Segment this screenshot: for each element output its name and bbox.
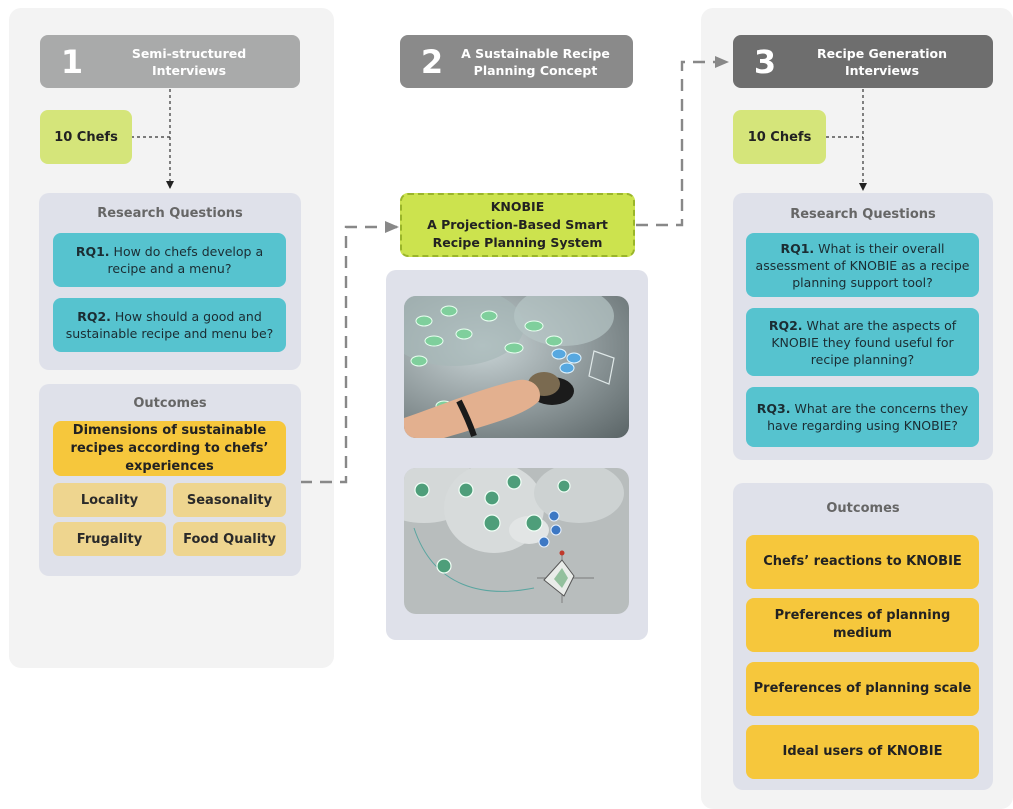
stage3-outcomes-title: Outcomes <box>826 501 900 516</box>
stage3-rq3: RQ3. What are the concerns they have reg… <box>746 387 979 447</box>
stage3-outcome-2: Preferences of planning medium <box>746 598 979 652</box>
rq-label: RQ2. <box>77 309 111 324</box>
rq-text: What is their overall assessment of KNOB… <box>755 240 970 290</box>
rq-text: What are the aspects of KNOBIE they foun… <box>771 317 957 367</box>
stage3-number: 3 <box>753 42 777 81</box>
stage3-title: Recipe Generation Interviews <box>816 45 948 78</box>
knobie-photo-interface <box>404 468 629 614</box>
stage3-outcome-4: Ideal users of KNOBIE <box>746 725 979 779</box>
rq-label: RQ1. <box>75 244 110 259</box>
dimension-frugality: Frugality <box>53 522 166 556</box>
stage3-chefs: 10 Chefs <box>733 110 826 164</box>
stage1-rq-title: Research Questions <box>97 206 243 221</box>
rq-text: What are the concerns they have regardin… <box>767 401 969 433</box>
stage2-number: 2 <box>420 42 444 81</box>
rq-label: RQ2. <box>768 317 803 333</box>
stage1-chefs: 10 Chefs <box>40 110 132 164</box>
stage2-title: A Sustainable Recipe Planning Concept <box>461 45 610 78</box>
rq-text: How do chefs develop a recipe and a menu… <box>107 244 264 276</box>
stage1-outcomes-title: Outcomes <box>133 396 207 411</box>
stage3-rq2: RQ2. What are the aspects of KNOBIE they… <box>746 308 979 376</box>
stage3-rq1: RQ1. What is their overall assessment of… <box>746 233 979 297</box>
stage1-outcome-main: Dimensions of sustainable recipes accord… <box>53 421 286 476</box>
stage3-header: 3 Recipe Generation Interviews <box>733 35 993 88</box>
stage3-outcome-1: Chefs’ reactions to KNOBIE <box>746 535 979 589</box>
stage3-rq-title: Research Questions <box>790 207 936 222</box>
knobie-box: KNOBIE A Projection-Based Smart Recipe P… <box>400 193 635 257</box>
knobie-photo-hand <box>404 296 629 438</box>
stage1-title: Semi-structured Interviews <box>131 45 247 78</box>
stage1-rq2: RQ2. How should a good and sustainable r… <box>53 298 286 352</box>
rq-label: RQ1. <box>780 240 815 256</box>
stage1-number: 1 <box>60 42 84 81</box>
stage3-outcome-3: Preferences of planning scale <box>746 662 979 716</box>
stage1-rq1: RQ1. How do chefs develop a recipe and a… <box>53 233 286 287</box>
rq-text: How should a good and sustainable recipe… <box>65 309 274 341</box>
dimension-locality: Locality <box>53 483 166 517</box>
dimension-seasonality: Seasonality <box>173 483 286 517</box>
knobie-description: A Projection-Based Smart Recipe Planning… <box>427 217 608 250</box>
rq-label: RQ3. <box>756 401 791 416</box>
dimension-food-quality: Food Quality <box>173 522 286 556</box>
stage2-header: 2 A Sustainable Recipe Planning Concept <box>400 35 633 88</box>
knobie-name: KNOBIE <box>490 199 545 214</box>
stage1-header: 1 Semi-structured Interviews <box>40 35 300 88</box>
